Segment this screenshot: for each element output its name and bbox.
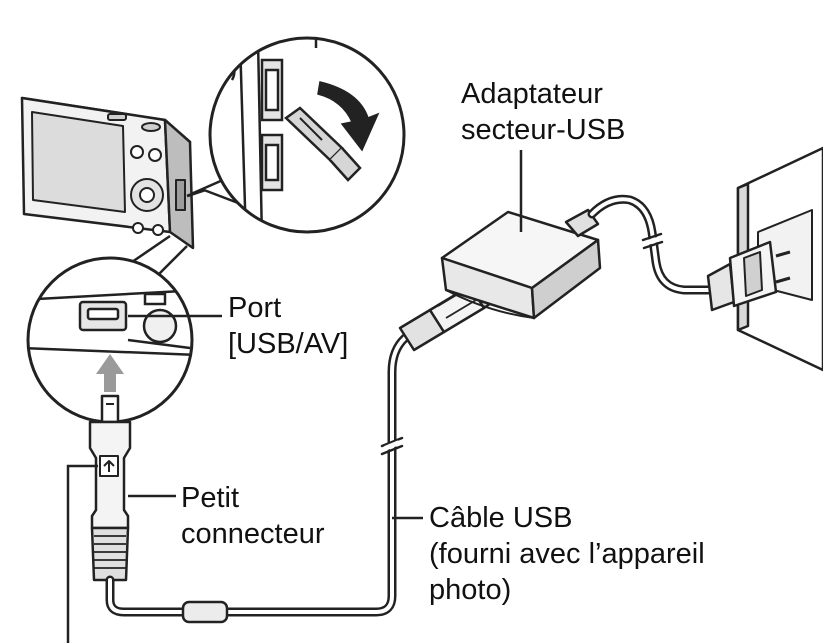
- rotate-arrow-icon: [317, 81, 380, 152]
- camera-icon: [20, 96, 206, 250]
- port-zoom-circle: [26, 256, 194, 424]
- ac-cord: [587, 194, 719, 295]
- connector-label-line-2: connecteur: [181, 518, 325, 550]
- ac-adapter-icon: [440, 208, 602, 320]
- usb-cable: [105, 333, 410, 624]
- connector-label: Petit connecteur: [181, 480, 325, 552]
- adapter-label-line-2: secteur-USB: [461, 114, 626, 146]
- adapter-label: Adaptateur secteur-USB: [461, 76, 625, 148]
- cable-label-line-1: Câble USB: [429, 502, 573, 534]
- adapter-label-line-1: Adaptateur: [461, 78, 603, 110]
- insert-arrow-icon: [96, 354, 124, 392]
- port-cover-zoom-circle: [208, 36, 406, 234]
- port-label: Port [USB/AV]: [228, 290, 348, 362]
- cable-label: Câble USB (fourni avec l’appareil photo): [429, 500, 705, 608]
- port-label-line-2: [USB/AV]: [228, 328, 349, 360]
- port-label-line-1: Port: [228, 292, 282, 324]
- connector-label-line-1: Petit: [181, 482, 240, 514]
- cable-label-line-3: photo): [429, 574, 512, 606]
- cable-label-line-2: (fourni avec l’appareil: [429, 538, 705, 570]
- small-connector-icon: [88, 394, 132, 582]
- power-plug-icon: [706, 240, 791, 312]
- arrow-mark-pointer-line: [66, 464, 98, 643]
